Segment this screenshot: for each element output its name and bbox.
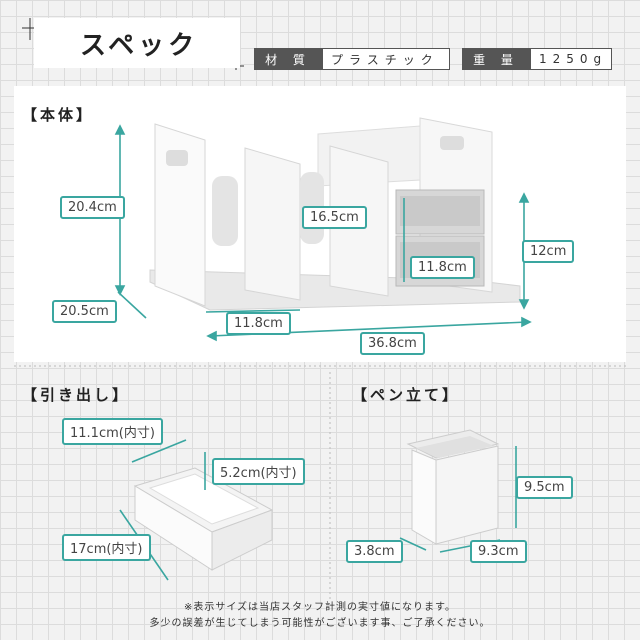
weight-value: 1250g [530,48,612,70]
section-label-body: 【本体】 [22,106,95,124]
dim-divider-height: 16.5cm [302,206,367,229]
material-key: 材 質 [254,48,322,70]
material-spec: 材 質 プラスチック [254,48,450,70]
dim-drawer-width: 11.8cm [410,256,475,279]
dim-pen-depth: 3.8cm [346,540,403,563]
dim-drawer-inner-depth: 17cm(内寸) [62,534,151,561]
dim-slot-width: 11.8cm [226,312,291,335]
dim-right-height: 12cm [522,240,575,263]
page-title: スペック [34,18,240,68]
section-label-drawer: 【引き出し】 [22,386,131,404]
note-line-1: ※表示サイズは当店スタッフ計測の実寸値になります。 [183,602,457,613]
dim-pen-height: 9.5cm [516,476,573,499]
pen-stand-illustration [406,429,500,545]
weight-key: 重 量 [462,48,530,70]
weight-spec: 重 量 1250g [462,48,612,70]
dim-body-depth: 20.5cm [52,300,117,323]
drawer-illustration [133,467,274,571]
material-value: プラスチック [322,48,450,70]
note-line-2: 多少の誤差が生じてしまう可能性がございます事、ご了承ください。 [149,618,491,629]
dim-total-width: 36.8cm [360,332,425,355]
dim-body-height: 20.4cm [60,196,125,219]
section-label-pen-stand: 【ペン立て】 [352,386,461,404]
dim-drawer-inner-width: 11.1cm(内寸) [62,418,163,445]
page-title-text: スペック [80,30,199,61]
dim-pen-width: 9.3cm [470,540,527,563]
dim-drawer-inner-height: 5.2cm(内寸) [212,458,305,485]
